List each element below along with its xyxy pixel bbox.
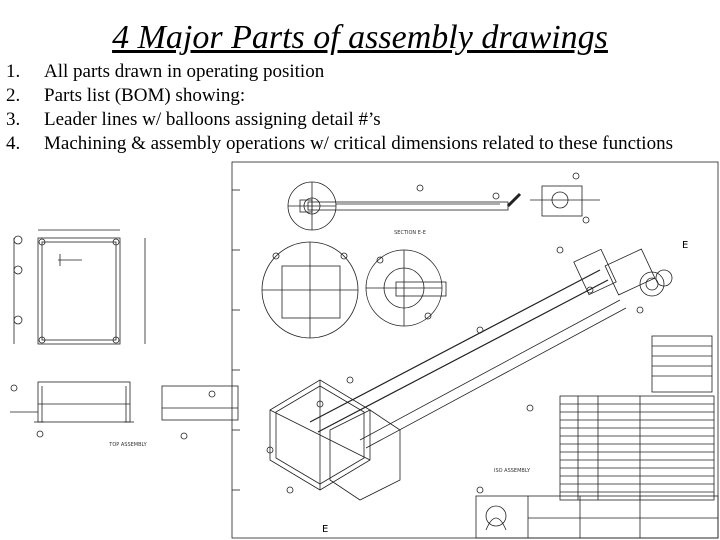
detail-view-top bbox=[287, 181, 522, 231]
parts-list-table bbox=[559, 335, 715, 501]
front-view-frame bbox=[10, 381, 239, 440]
item-text: Leader lines w/ balloons assigning detai… bbox=[44, 109, 381, 130]
detail-view-left bbox=[261, 241, 359, 339]
item-text: All parts drawn in operating position bbox=[44, 61, 325, 82]
item-number: 1. bbox=[6, 61, 21, 82]
item-number: 4. bbox=[6, 133, 21, 154]
item-text: Machining & assembly operations w/ criti… bbox=[44, 133, 673, 154]
item-number: 2. bbox=[6, 85, 21, 106]
list-item: 4. Machining & assembly operations w/ cr… bbox=[6, 132, 720, 156]
assembly-drawing: SECTION E-E TOP ASSEMBLY ISO ASSEMBLY E … bbox=[10, 161, 719, 539]
section-view bbox=[365, 249, 447, 327]
main-view-label: ISO ASSEMBLY bbox=[494, 468, 531, 474]
isometric-assembly bbox=[266, 246, 673, 501]
item-number: 3. bbox=[6, 109, 21, 130]
list-item: 2. Parts list (BOM) showing: bbox=[6, 84, 720, 108]
list-item: 3. Leader lines w/ balloons assigning de… bbox=[6, 108, 720, 132]
item-text: Parts list (BOM) showing: bbox=[44, 85, 246, 106]
view-mark-label: E bbox=[682, 240, 688, 251]
left-view-label: TOP ASSEMBLY bbox=[108, 442, 147, 448]
drawing-sheet-border bbox=[231, 161, 719, 539]
view-mark-label: E bbox=[322, 524, 328, 535]
top-view-frame bbox=[13, 229, 146, 345]
slide-title: 4 Major Parts of assembly drawings bbox=[112, 19, 608, 56]
section-label: SECTION E-E bbox=[394, 230, 426, 236]
detail-view-right bbox=[530, 172, 600, 224]
title-block bbox=[475, 495, 719, 539]
list-item: 1. All parts drawn in operating position bbox=[6, 60, 720, 84]
requirements-list: 1. All parts drawn in operating position… bbox=[6, 60, 720, 156]
